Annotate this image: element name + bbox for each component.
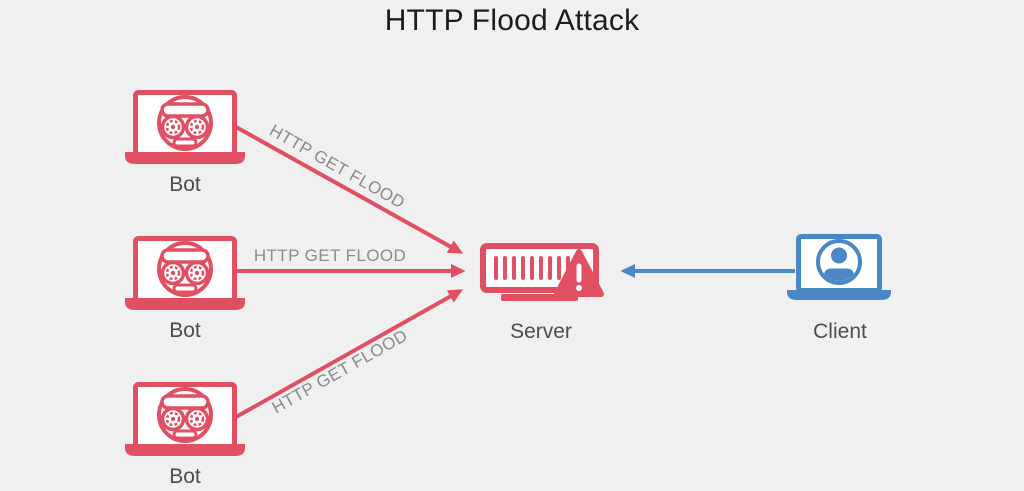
node-bot-1 (125, 86, 245, 171)
node-bot-2 (125, 232, 245, 317)
node-label-server: Server (510, 320, 572, 343)
robot-face-icon (157, 241, 213, 297)
bot-laptop-icon (125, 90, 245, 164)
server-icon (480, 243, 604, 301)
user-icon (816, 239, 862, 285)
client-laptop-icon (787, 234, 891, 300)
bot-laptop-icon (125, 236, 245, 310)
warning-triangle-icon (554, 249, 604, 297)
node-server (479, 242, 605, 309)
attack-arrow-3 (235, 289, 464, 419)
attack-arrow-label-2: HTTP GET FLOOD (253, 246, 407, 265)
robot-face-icon (157, 387, 213, 443)
node-label-bot-2: Bot (169, 319, 201, 342)
node-label-bot-1: Bot (169, 173, 201, 196)
bot-laptop-icon (125, 382, 245, 456)
robot-face-icon (157, 95, 213, 151)
diagram-title: HTTP Flood Attack (384, 4, 640, 37)
node-label-client: Client (813, 320, 867, 343)
attack-arrow-1 (235, 125, 464, 254)
node-bot-3 (125, 378, 245, 463)
node-client (784, 230, 894, 307)
node-label-bot-3: Bot (169, 465, 201, 488)
